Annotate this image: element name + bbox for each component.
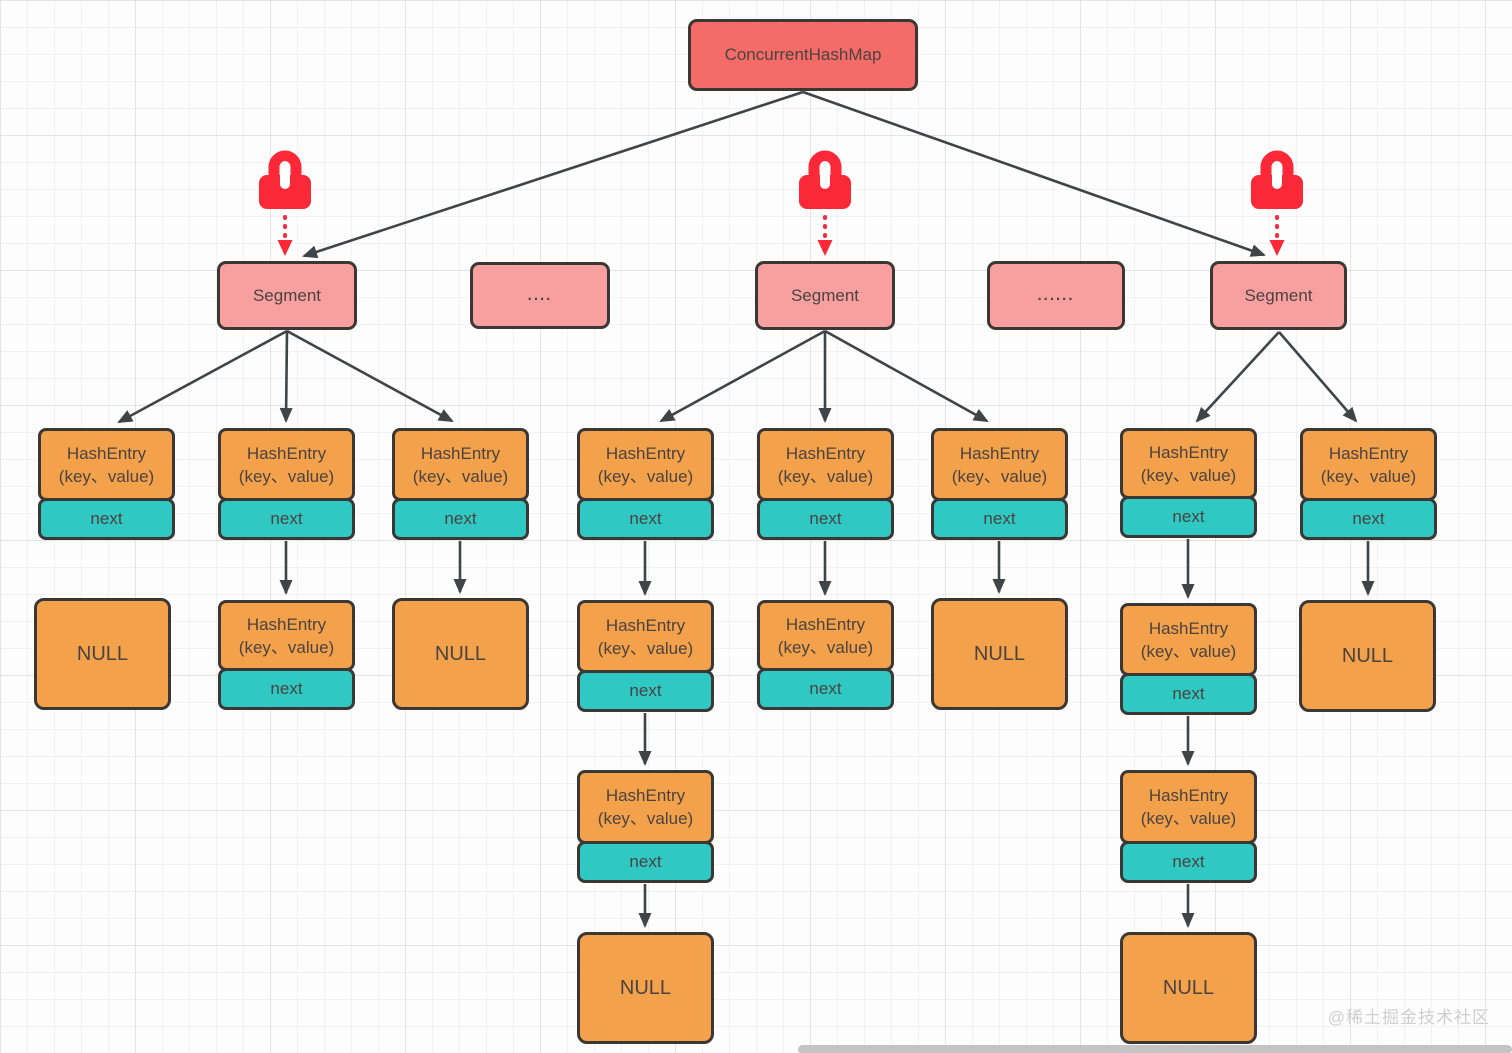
next-pointer-field: next xyxy=(577,670,714,712)
hashentry-7-3: HashEntry(key、value)next xyxy=(1120,770,1257,883)
next-pointer-field: next xyxy=(1120,841,1257,883)
hashentry-title: HashEntry(key、value) xyxy=(931,428,1068,501)
next-pointer-field: next xyxy=(577,498,714,540)
hashentry-title: HashEntry(key、value) xyxy=(392,428,529,501)
arrow-edge xyxy=(117,329,288,424)
arrow-edge xyxy=(279,330,293,423)
null-node-8: NULL xyxy=(1299,600,1436,712)
next-pointer-field: next xyxy=(931,498,1068,540)
next-pointer-field: next xyxy=(757,498,894,540)
hashentry-7-1: HashEntry(key、value)next xyxy=(1120,428,1257,538)
hashentry-4-2: HashEntry(key、value)next xyxy=(577,600,714,712)
hashentry-title: HashEntry(key、value) xyxy=(577,600,714,673)
next-pointer-field: next xyxy=(218,668,355,710)
next-pointer-field: next xyxy=(1300,498,1437,540)
next-pointer-field: next xyxy=(38,498,175,540)
lock-icon xyxy=(253,148,317,221)
hashentry-title: HashEntry(key、value) xyxy=(1120,770,1257,844)
hashentry-title: HashEntry(key、value) xyxy=(577,428,714,501)
hashentry-title: HashEntry(key、value) xyxy=(757,428,894,501)
root-node: ConcurrentHashMap xyxy=(688,19,918,91)
hashentry-title: HashEntry(key、value) xyxy=(218,428,355,501)
hashentry-title: HashEntry(key、value) xyxy=(577,770,714,844)
arrow-edge xyxy=(1278,331,1358,423)
horizontal-scrollbar-thumb[interactable] xyxy=(798,1045,1512,1053)
arrow-edge xyxy=(286,329,454,423)
hashentry-2-2: HashEntry(key、value)next xyxy=(218,600,355,710)
segment-node-3: Segment xyxy=(1210,261,1347,330)
lock-icon xyxy=(793,148,857,221)
arrow-edge xyxy=(824,329,989,423)
hashentry-title: HashEntry(key、value) xyxy=(1300,428,1437,501)
arrow-edge xyxy=(802,90,1266,257)
null-node-7: NULL xyxy=(1120,932,1257,1044)
hashentry-7-2: HashEntry(key、value)next xyxy=(1120,603,1257,715)
hashentry-title: HashEntry(key、value) xyxy=(757,600,894,671)
next-pointer-field: next xyxy=(1120,496,1257,538)
hashentry-4-1: HashEntry(key、value)next xyxy=(577,428,714,540)
next-pointer-field: next xyxy=(392,498,529,540)
hashentry-2-1: HashEntry(key、value)next xyxy=(218,428,355,540)
hashentry-title: HashEntry(key、value) xyxy=(1120,603,1257,676)
next-pointer-field: next xyxy=(757,668,894,710)
hashentry-title: HashEntry(key、value) xyxy=(218,600,355,671)
segment-node-2: Segment xyxy=(755,261,895,330)
null-node-3: NULL xyxy=(392,598,529,710)
arrow-edge xyxy=(659,329,826,423)
next-pointer-field: next xyxy=(577,841,714,883)
next-pointer-field: next xyxy=(218,498,355,540)
hashentry-1-1: HashEntry(key、value)next xyxy=(38,428,175,540)
hashentry-3-1: HashEntry(key、value)next xyxy=(392,428,529,540)
null-node-6: NULL xyxy=(931,598,1068,710)
lock-icon xyxy=(1245,148,1309,221)
hashentry-5-1: HashEntry(key、value)next xyxy=(757,428,894,540)
ellipsis-node-2: ...... xyxy=(987,261,1125,330)
arrow-edge xyxy=(302,90,804,259)
arrow-edge xyxy=(1195,331,1280,423)
hashentry-5-2: HashEntry(key、value)next xyxy=(757,600,894,710)
segment-node-1: Segment xyxy=(217,261,357,330)
next-pointer-field: next xyxy=(1120,673,1257,715)
hashentry-6-1: HashEntry(key、value)next xyxy=(931,428,1068,540)
hashentry-title: HashEntry(key、value) xyxy=(1120,428,1257,499)
ellipsis-node-1: .... xyxy=(470,262,610,329)
hashentry-title: HashEntry(key、value) xyxy=(38,428,175,501)
watermark: @稀土掘金技术社区 xyxy=(1327,1008,1490,1027)
null-node-4: NULL xyxy=(577,932,714,1044)
null-node-1: NULL xyxy=(34,598,171,710)
hashentry-4-3: HashEntry(key、value)next xyxy=(577,770,714,883)
hashentry-8-1: HashEntry(key、value)next xyxy=(1300,428,1437,540)
